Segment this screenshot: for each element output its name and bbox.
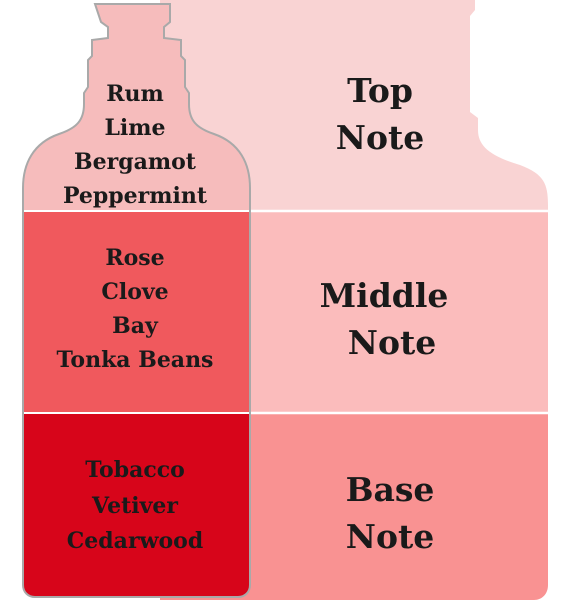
base-note-label: Base Note: [300, 467, 480, 561]
ingredient-cedarwood: Cedarwood: [66, 528, 204, 555]
ingredient-bay: Bay: [112, 313, 158, 340]
ingredient-peppermint: Peppermint: [62, 183, 208, 210]
ingredient-tobacco: Tobacco: [85, 457, 185, 483]
small-bottle-base-band: [23, 413, 250, 597]
base-note-word: Note: [345, 516, 435, 556]
small-bottle-outline: [22, 3, 251, 598]
middle-note-label: Middle Note: [290, 273, 478, 367]
top-ingredients: Rum Lime Bergamot Peppermint: [40, 77, 230, 213]
ingredient-bergamot: Bergamot: [74, 149, 196, 176]
ingredient-tonka-beans: Tonka Beans: [56, 347, 214, 374]
ingredient-rum: Rum: [106, 81, 164, 107]
middle-ingredients: Rose Clove Bay Tonka Beans: [40, 241, 230, 377]
ingredient-clove: Clove: [101, 279, 169, 306]
small-bottle-middle-band: [23, 211, 250, 413]
top-note-level: Top: [347, 71, 413, 110]
middle-note-level: Middle: [319, 276, 449, 315]
base-note-level: Base: [345, 470, 435, 509]
ingredient-rose: Rose: [105, 245, 165, 271]
top-note-label: Top Note: [290, 68, 470, 162]
ingredient-lime: Lime: [104, 115, 166, 142]
ingredient-vetiver: Vetiver: [92, 492, 178, 519]
top-note-word: Note: [335, 117, 425, 157]
middle-note-word: Note: [347, 322, 437, 362]
base-ingredients: Tobacco Vetiver Cedarwood: [40, 453, 230, 560]
